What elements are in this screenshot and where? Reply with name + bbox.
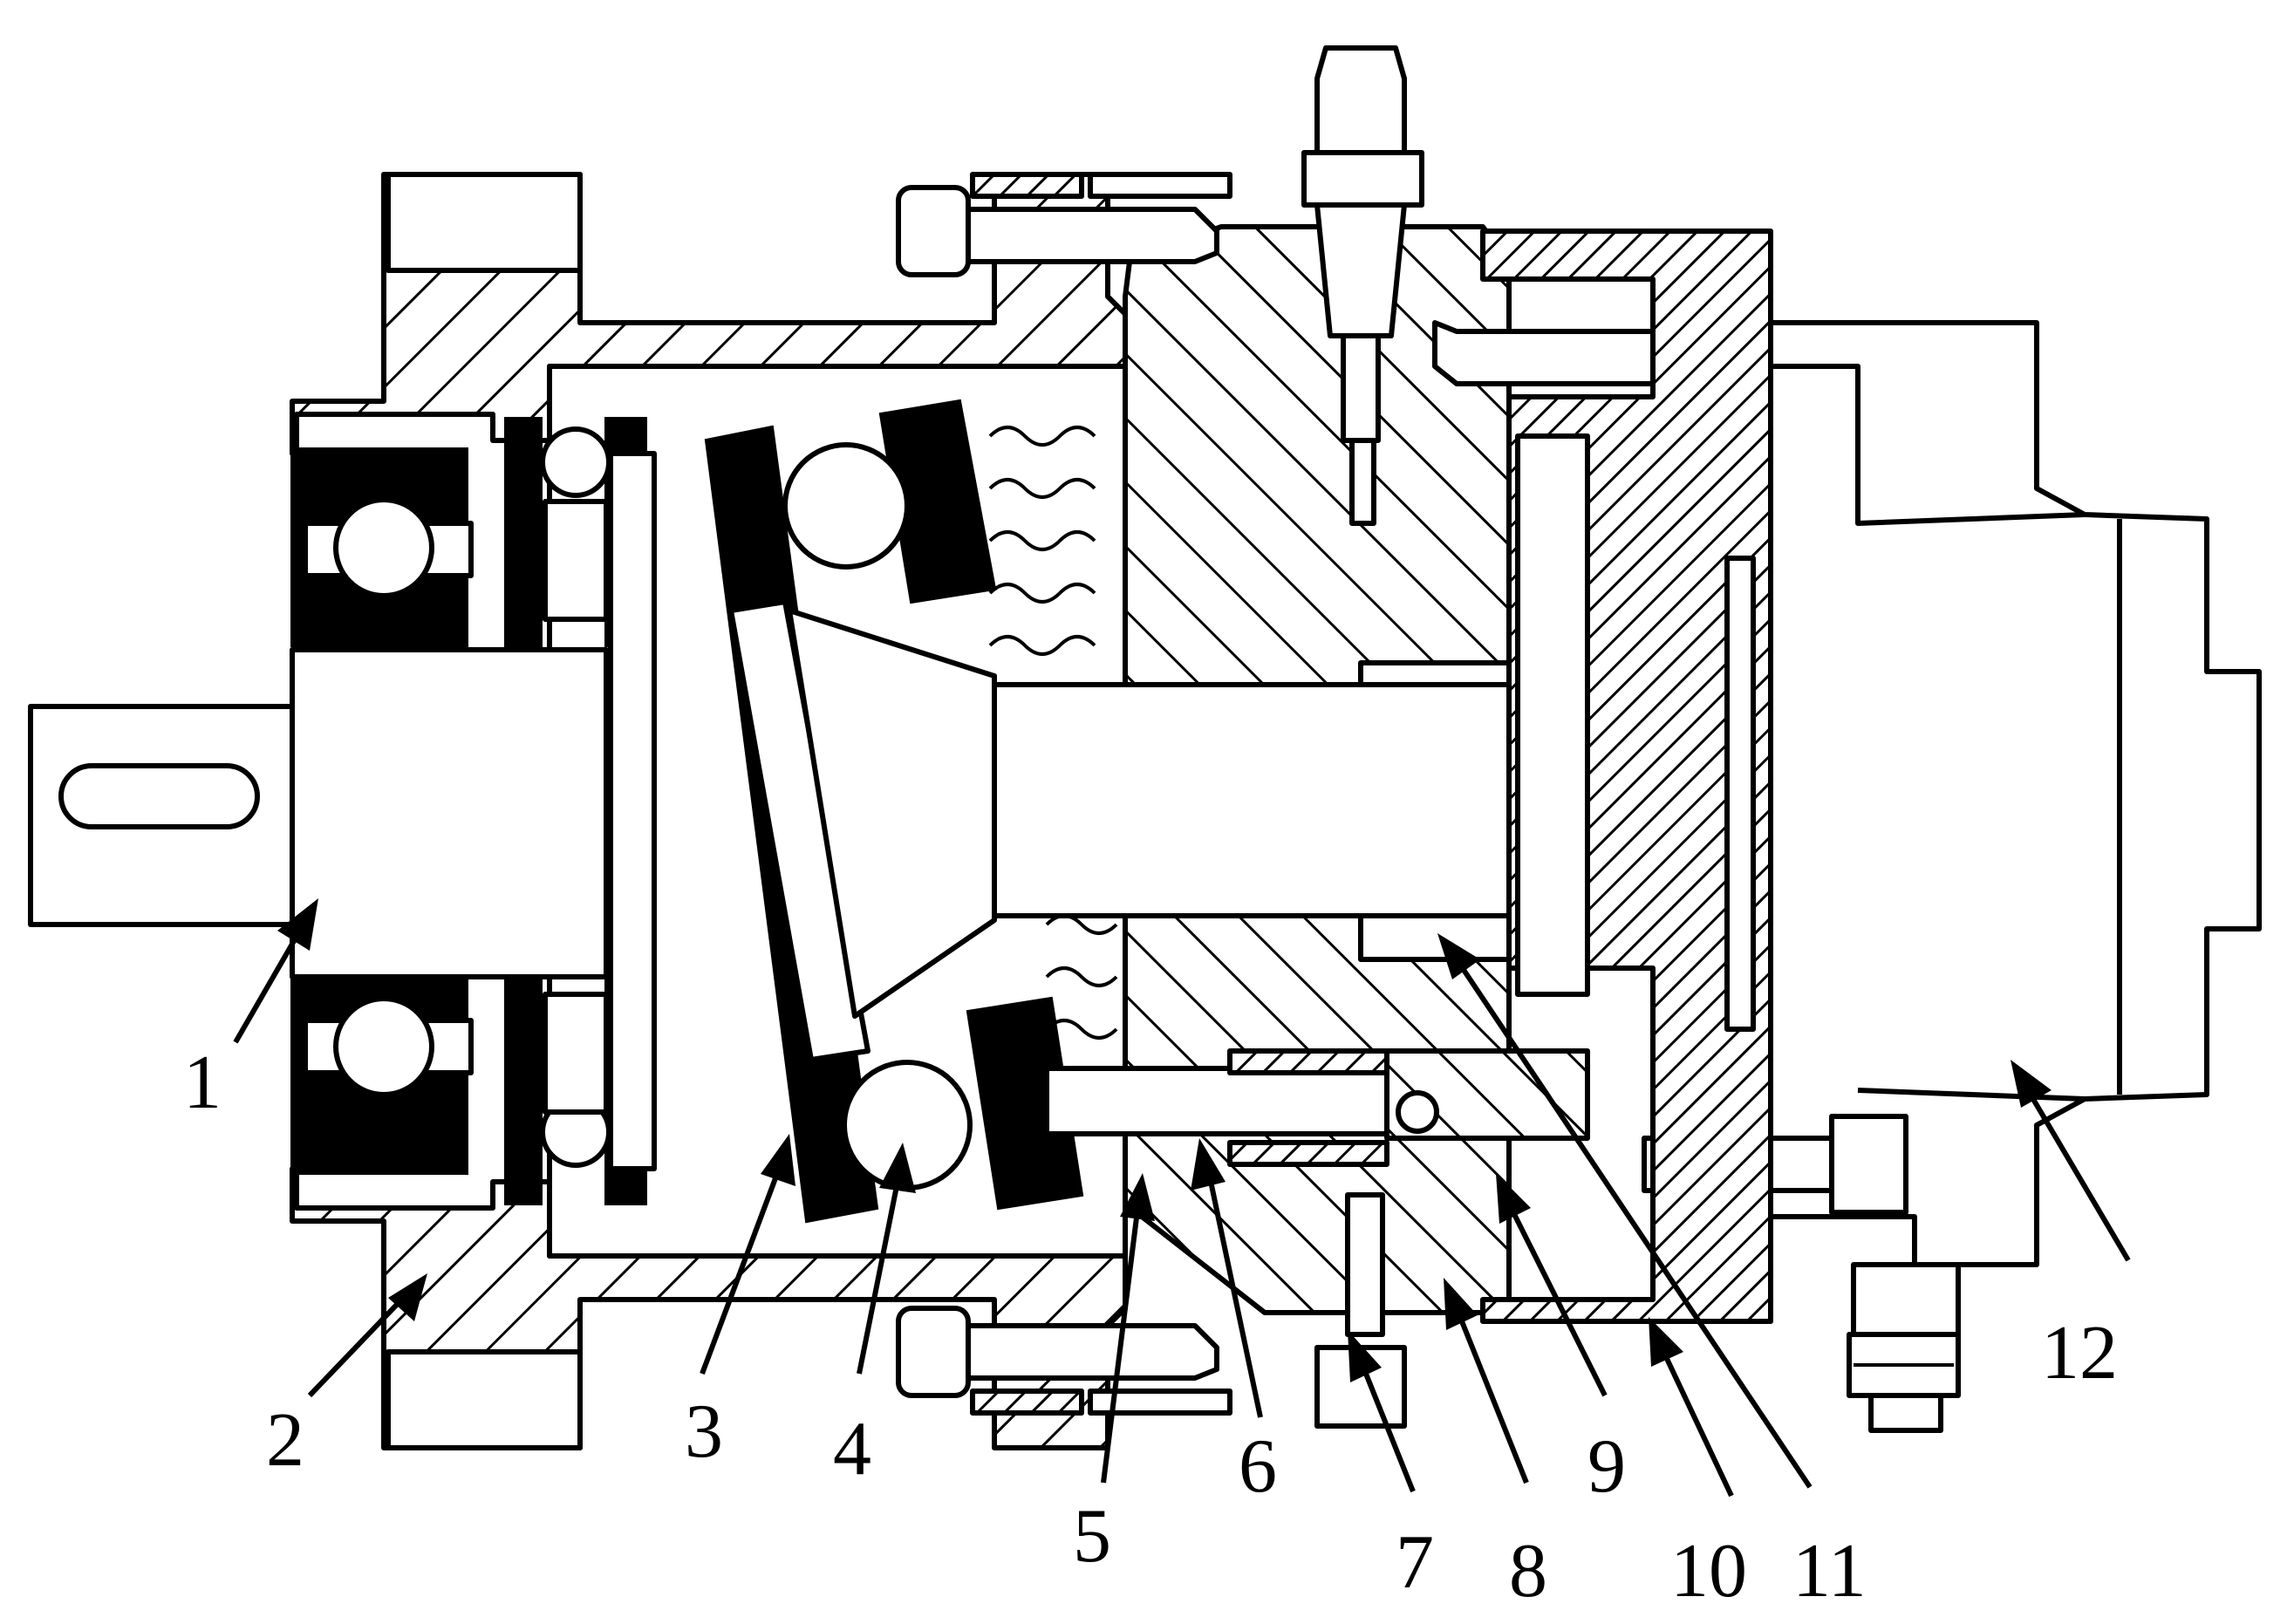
swash-plate [704,425,879,1224]
bolt-top-left [896,172,1232,277]
callout-4: 4 [833,1407,871,1491]
front-bearing-lower [290,975,474,1175]
callout-8: 8 [1509,1529,1547,1614]
callout-1: 1 [183,1041,222,1125]
bolt-bottom-left [896,1306,1232,1416]
leader-lines [233,898,2131,1498]
piston-slipper-lower [842,996,1084,1211]
callout-9: 9 [1587,1424,1626,1509]
callout-2: 2 [266,1398,304,1483]
pressure-fitting [1301,45,1424,526]
callout-5: 5 [1073,1494,1111,1579]
callout-12: 12 [2041,1311,2118,1395]
thrust-washer [608,451,657,1171]
piston-slipper-upper [782,399,997,604]
front-bearing-upper [290,447,474,647]
spring-pack-upper [988,426,1096,656]
cone-block [787,608,997,1019]
callout-7: 7 [1396,1520,1434,1605]
callout-10: 10 [1670,1529,1747,1614]
rear-housing [1771,320,2262,1433]
end-cover [1480,229,1773,1324]
callout-3: 3 [685,1389,723,1474]
input-shaft [28,647,609,979]
control-piston-assembly [1044,1048,1590,1429]
center-body [1123,224,1512,1315]
callout-6: 6 [1239,1424,1277,1509]
callout-11: 11 [1792,1529,1867,1614]
